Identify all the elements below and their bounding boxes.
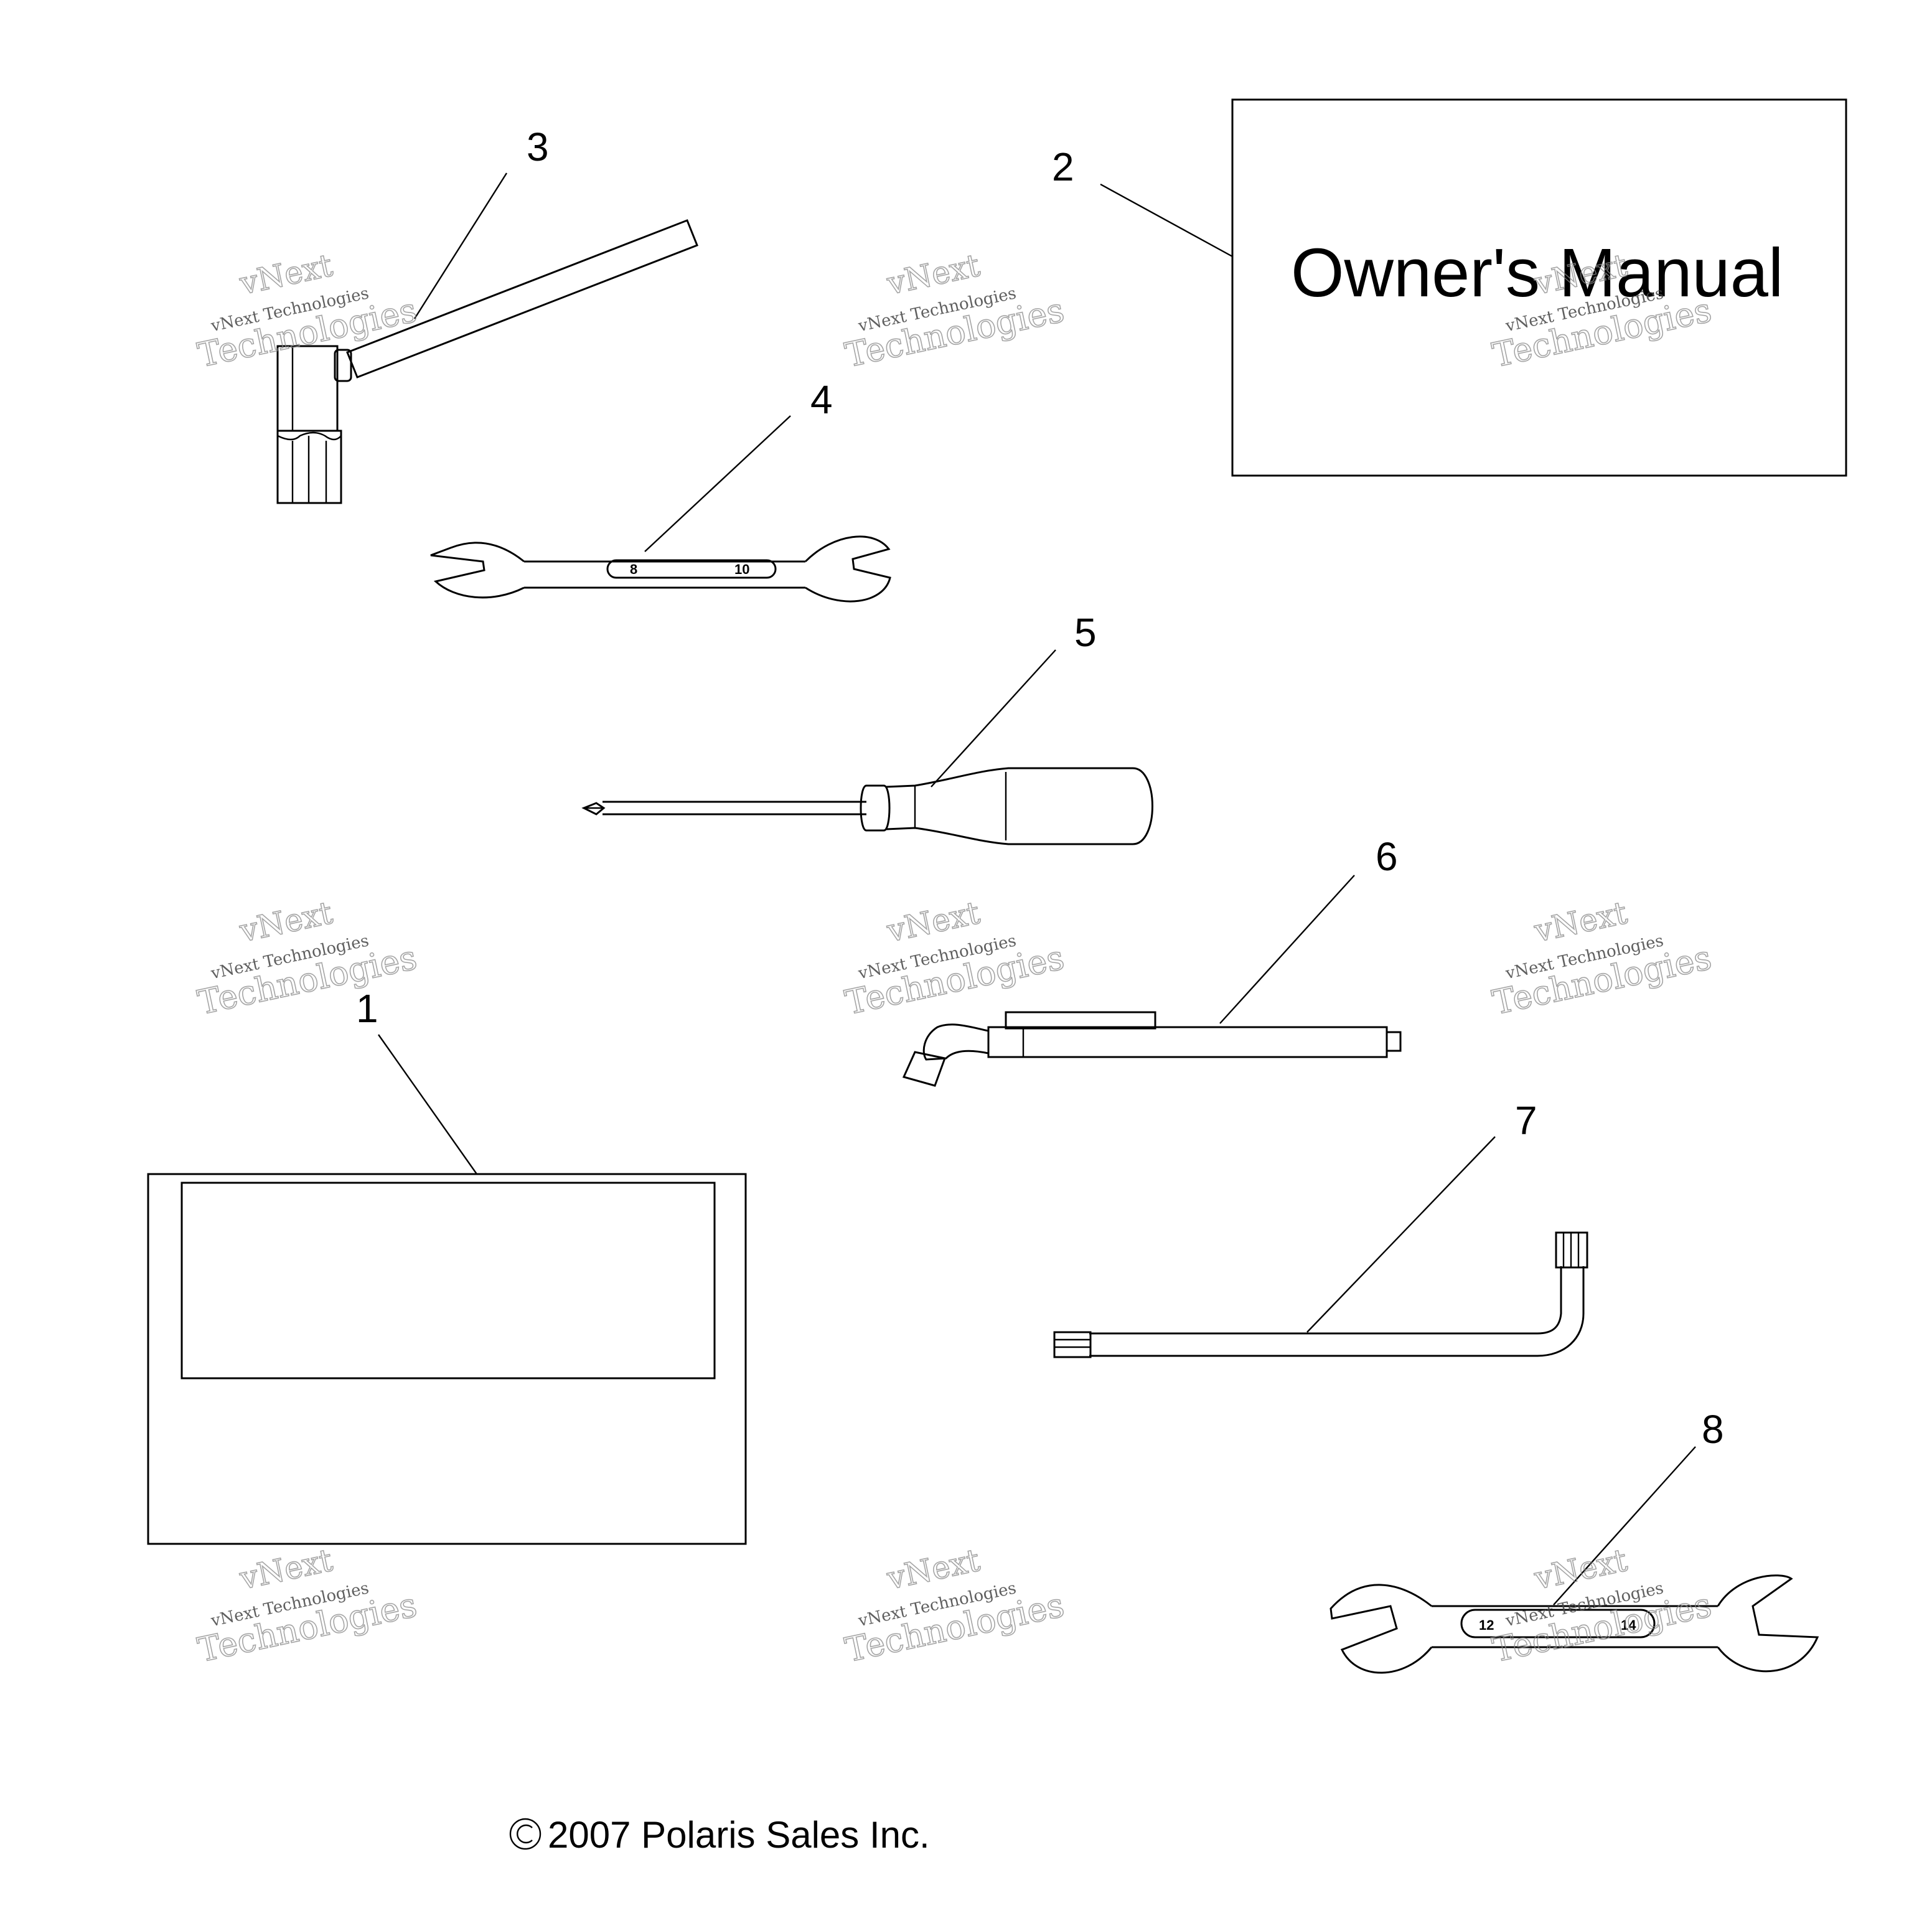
part-7-torx-key <box>1053 1231 1588 1358</box>
wrench-size-12: 12 <box>1479 1617 1494 1633</box>
watermark: vNext vNext Technologies Technologies <box>842 894 1068 1023</box>
callout-8: 8 <box>1702 1407 1724 1452</box>
part-6-tire-gauge <box>902 1011 1402 1087</box>
watermark: vNext vNext Technologies Technologies <box>194 247 421 375</box>
leader-line-1 <box>378 1034 477 1175</box>
leader-line-7 <box>1306 1136 1496 1333</box>
leader-line-4 <box>644 415 791 552</box>
part-3-spark-plug-wrench <box>276 219 698 504</box>
copyright-icon <box>509 1818 542 1850</box>
copyright-notice: 2007 Polaris Sales Inc. <box>509 1814 930 1856</box>
watermark: vNext vNext Technologies Technologies <box>842 247 1068 375</box>
leader-line-2 <box>1100 183 1233 258</box>
leader-line-3 <box>413 172 508 319</box>
callout-5: 5 <box>1074 610 1097 655</box>
watermark: vNext vNext Technologies Technologies <box>1489 1541 1715 1670</box>
watermark: vNext vNext Technologies Technologies <box>194 894 421 1023</box>
watermark: vNext vNext Technologies Technologies <box>842 1541 1068 1670</box>
part-2-owners-manual: Owner's Manual <box>1231 98 1847 477</box>
wrench-size-14: 14 <box>1621 1617 1636 1633</box>
part-4-wrench-8-10: 8 10 <box>430 535 891 603</box>
watermark: vNext vNext Technologies Technologies <box>194 1541 421 1670</box>
owners-manual-title: Owner's Manual <box>1291 235 1783 311</box>
callout-7: 7 <box>1515 1098 1537 1143</box>
part-5-screwdriver <box>581 767 1153 845</box>
leader-line-8 <box>1553 1446 1696 1605</box>
part-1-document <box>147 1173 747 1545</box>
leader-line-6 <box>1219 875 1355 1024</box>
callout-1: 1 <box>356 986 378 1031</box>
callout-6: 6 <box>1376 834 1398 879</box>
part-8-wrench-12-14: 12 14 <box>1329 1574 1819 1674</box>
callout-2: 2 <box>1052 144 1074 189</box>
copyright-text: 2007 Polaris Sales Inc. <box>548 1814 930 1856</box>
wrench-size-10: 10 <box>734 562 749 577</box>
leader-line-5 <box>931 649 1056 787</box>
callout-3: 3 <box>527 125 549 169</box>
watermark-grid: vNext vNext Technologies Technologies vN… <box>194 247 1715 1670</box>
callout-4: 4 <box>810 377 833 422</box>
wrench-size-8: 8 <box>630 562 637 577</box>
watermark: vNext vNext Technologies Technologies <box>1489 894 1715 1023</box>
